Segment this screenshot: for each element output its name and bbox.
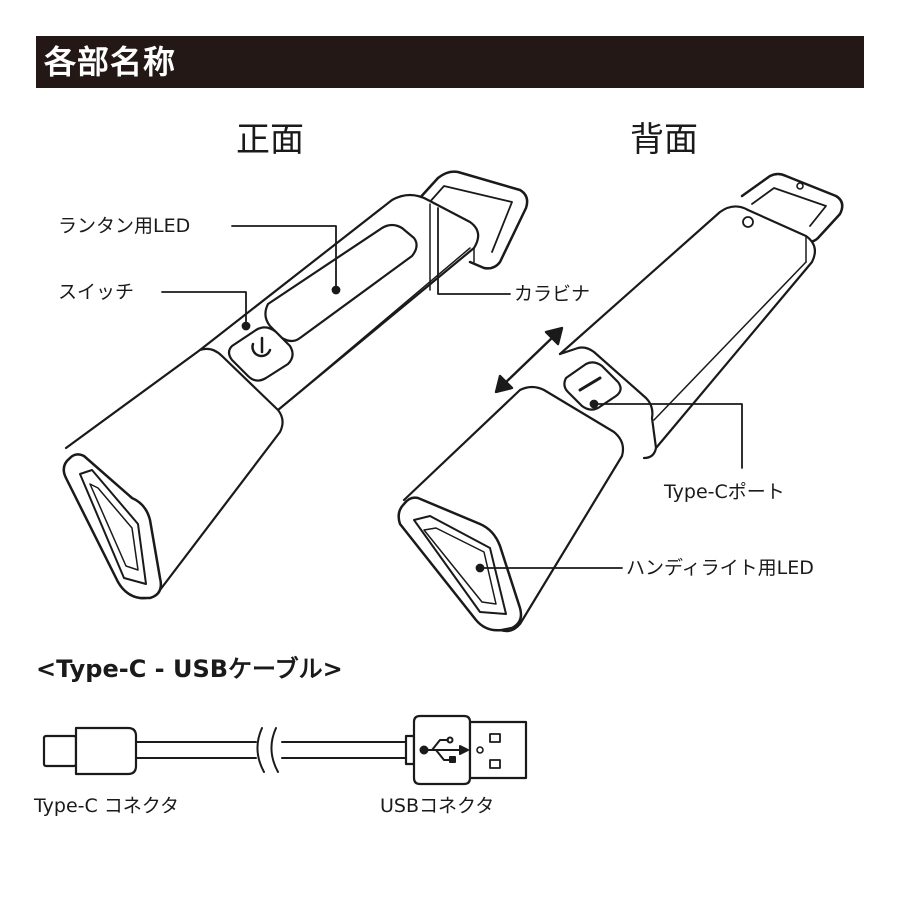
handy-light-led-label: ハンディライト用LED [626, 557, 814, 579]
back-callouts [475, 399, 743, 573]
back-lens-frame [397, 496, 523, 632]
power-icon [251, 336, 272, 358]
usb-icon [419, 736, 469, 763]
type-c-port-label: Type-Cポート [664, 481, 785, 503]
back-type-c-port [563, 361, 622, 411]
usb-connector-label: USBコネクタ [380, 795, 495, 817]
cable-title: <Type-C - USBケーブル> [36, 655, 343, 683]
front-device [62, 170, 529, 600]
section-header: 各部名称 [36, 36, 864, 88]
back-device [397, 172, 844, 633]
back-upper-body [558, 205, 817, 450]
switch-label: スイッチ [58, 281, 135, 303]
section-title: 各部名称 [44, 43, 177, 81]
type-c-connector-label: Type-C コネクタ [34, 795, 180, 817]
back-view-title: 背面 [630, 120, 698, 160]
front-view-title: 正面 [236, 120, 304, 160]
carabiner-label: カラビナ [514, 283, 591, 305]
type-c-connector-shape [42, 734, 78, 768]
front-carabiner [416, 170, 529, 270]
front-callouts [161, 207, 511, 331]
front-lantern-led-window [264, 223, 418, 343]
double-arrow-icon [494, 326, 564, 394]
lantern-led-label: ランタン用LED [58, 215, 191, 237]
front-switch-button [227, 326, 294, 382]
